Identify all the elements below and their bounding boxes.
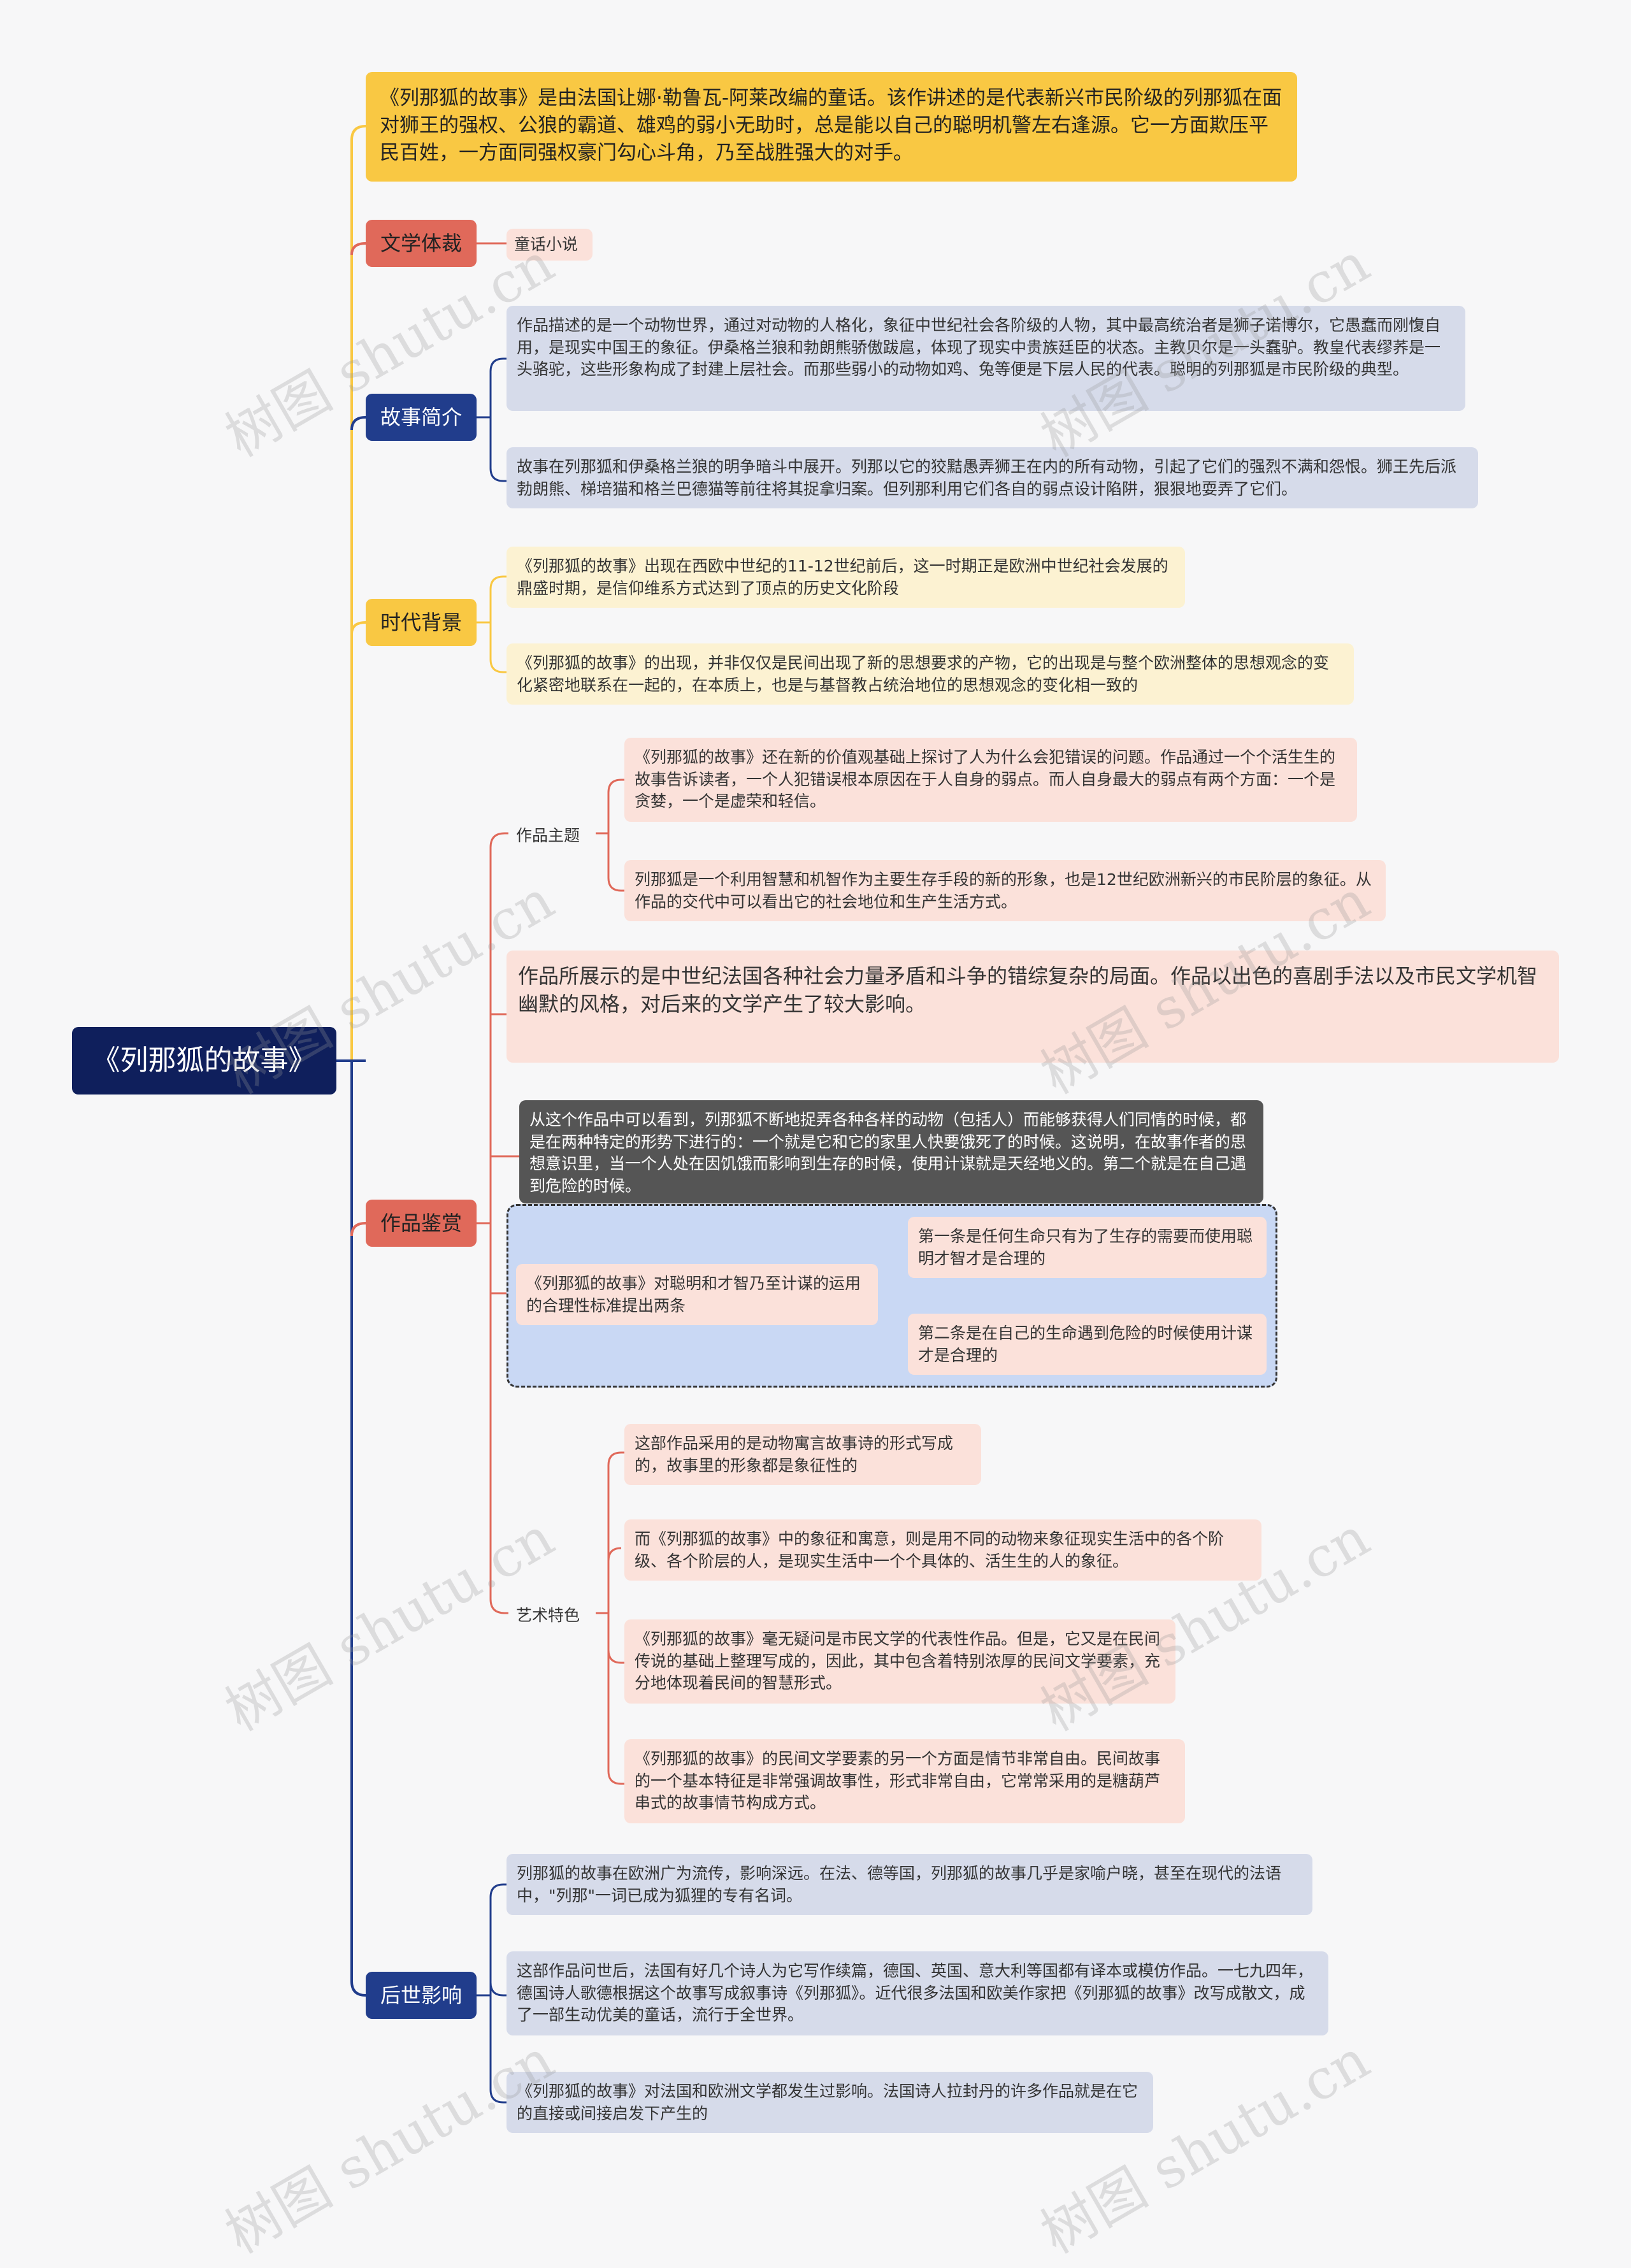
branch-background[interactable]: 时代背景 [366,599,477,646]
criteria-label-text: 《列那狐的故事》对聪明和才智乃至计谋的运用的合理性标准提出两条 [526,1274,861,1315]
appreciation-summary[interactable]: 作品所展示的是中世纪法国各种社会力量矛盾和斗争的错综复杂的局面。作品以出色的喜剧… [507,951,1559,1063]
synopsis-leaf-2-text: 故事在列那狐和伊桑格兰狼的明争暗斗中展开。列那以它的狡黠愚弄狮王在内的所有动物，… [517,457,1457,498]
influence-leaf-3-text: 《列那狐的故事》对法国和欧洲文学都发生过影响。法国诗人拉封丹的许多作品就是在它的… [517,2082,1139,2123]
theme-leaf-2-text: 列那狐是一个利用智慧和机智作为主要生存手段的新的形象，也是12世纪欧洲新兴的市民… [635,870,1372,911]
synopsis-leaf-1[interactable]: 作品描述的是一个动物世界，通过对动物的人格化，象征中世纪社会各阶级的人物，其中最… [507,306,1465,411]
background-leaf-2[interactable]: 《列那狐的故事》的出现，并非仅仅是民间出现了新的思想要求的产物，它的出现是与整个… [507,643,1354,705]
root-title: 《列那狐的故事》 [92,1044,317,1077]
art-leaf-3-text: 《列那狐的故事》毫无疑问是市民文学的代表性作品。但是，它又是在民间传说的基础上整… [635,1630,1161,1692]
appreciation-note-text: 从这个作品中可以看到，列那狐不断地捉弄各种各样的动物（包括人）而能够获得人们同情… [529,1110,1247,1195]
art-leaf-2-text: 而《列那狐的故事》中的象征和寓意，则是用不同的动物来象征现实生活中的各个阶级、各… [635,1530,1225,1570]
theme-leaf-2[interactable]: 列那狐是一个利用智慧和机智作为主要生存手段的新的形象，也是12世纪欧洲新兴的市民… [624,860,1386,921]
intro-text: 《列那狐的故事》是由法国让娜·勒鲁瓦-阿莱改编的童话。该作讲述的是代表新兴市民阶… [380,87,1283,164]
influence-leaf-2-text: 这部作品问世后，法国有好几个诗人为它写作续篇，德国、英国、意大利等国都有译本或模… [517,1962,1314,2024]
intro-node[interactable]: 《列那狐的故事》是由法国让娜·勒鲁瓦-阿莱改编的童话。该作讲述的是代表新兴市民阶… [366,72,1297,182]
background-leaf-2-text: 《列那狐的故事》的出现，并非仅仅是民间出现了新的思想要求的产物，它的出现是与整个… [517,654,1330,694]
criteria-leaf-1-text: 第一条是任何生命只有为了生存的需要而使用聪明才智才是合理的 [918,1227,1253,1268]
mindmap-canvas: 《列那狐的故事》 《列那狐的故事》是由法国让娜·勒鲁瓦-阿莱改编的童话。该作讲述… [72,72,1559,2266]
theme-leaf-1-text: 《列那狐的故事》还在新的价值观基础上探讨了人为什么会犯错误的问题。作品通过一个个… [635,748,1336,810]
influence-leaf-1-text: 列那狐的故事在欧洲广为流传，影响深远。在法、德等国，列那狐的故事几乎是家喻户晓，… [517,1864,1282,1905]
branch-influence-label: 后世影响 [380,1983,462,2007]
branch-influence[interactable]: 后世影响 [366,1972,477,2019]
connector-lines [336,125,908,2104]
criteria-label[interactable]: 《列那狐的故事》对聪明和才智乃至计谋的运用的合理性标准提出两条 [516,1264,878,1325]
art-leaf-2[interactable]: 而《列那狐的故事》中的象征和寓意，则是用不同的动物来象征现实生活中的各个阶级、各… [624,1519,1261,1581]
theme-leaf-1[interactable]: 《列那狐的故事》还在新的价值观基础上探讨了人为什么会犯错误的问题。作品通过一个个… [624,738,1357,822]
art-leaf-1[interactable]: 这部作品采用的是动物寓言故事诗的形式写成的，故事里的形象都是象征性的 [624,1424,981,1485]
art-leaf-3[interactable]: 《列那狐的故事》毫无疑问是市民文学的代表性作品。但是，它又是在民间传说的基础上整… [624,1619,1175,1704]
branch-appreciation[interactable]: 作品鉴赏 [366,1200,477,1247]
art-leaf-4-text: 《列那狐的故事》的民间文学要素的另一个方面是情节非常自由。民间故事的一个基本特征… [635,1749,1161,1812]
theme-label[interactable]: 作品主题 [508,819,596,849]
synopsis-leaf-1-text: 作品描述的是一个动物世界，通过对动物的人格化，象征中世纪社会各阶级的人物，其中最… [517,316,1441,378]
criteria-leaf-1[interactable]: 第一条是任何生命只有为了生存的需要而使用聪明才智才是合理的 [908,1217,1267,1278]
art-label-text: 艺术特色 [516,1606,580,1625]
art-leaf-4[interactable]: 《列那狐的故事》的民间文学要素的另一个方面是情节非常自由。民间故事的一个基本特征… [624,1739,1185,1823]
root-node[interactable]: 《列那狐的故事》 [72,1027,336,1095]
branch-synopsis-label: 故事简介 [380,405,462,429]
criteria-leaf-2-text: 第二条是在自己的生命遇到危险的时候使用计谋才是合理的 [918,1324,1253,1365]
appreciation-note[interactable]: 从这个作品中可以看到，列那狐不断地捉弄各种各样的动物（包括人）而能够获得人们同情… [519,1100,1263,1203]
branch-appreciation-label: 作品鉴赏 [380,1210,462,1235]
branch-synopsis[interactable]: 故事简介 [366,394,477,441]
branch-genre[interactable]: 文学体裁 [366,220,477,267]
appreciation-summary-text: 作品所展示的是中世纪法国各种社会力量矛盾和斗争的错综复杂的局面。作品以出色的喜剧… [518,964,1538,1017]
influence-leaf-3[interactable]: 《列那狐的故事》对法国和欧洲文学都发生过影响。法国诗人拉封丹的许多作品就是在它的… [507,2072,1153,2133]
art-leaf-1-text: 这部作品采用的是动物寓言故事诗的形式写成的，故事里的形象都是象征性的 [635,1434,954,1475]
genre-leaf[interactable]: 童话小说 [507,229,593,261]
genre-leaf-text: 童话小说 [514,235,578,254]
criteria-leaf-2[interactable]: 第二条是在自己的生命遇到危险的时候使用计谋才是合理的 [908,1314,1267,1375]
branch-background-label: 时代背景 [380,610,462,635]
background-leaf-1-text: 《列那狐的故事》出现在西欧中世纪的11-12世纪前后，这一时期正是欧洲中世纪社会… [517,557,1168,598]
art-label[interactable]: 艺术特色 [508,1598,596,1629]
influence-leaf-1[interactable]: 列那狐的故事在欧洲广为流传，影响深远。在法、德等国，列那狐的故事几乎是家喻户晓，… [507,1854,1312,1915]
branch-genre-label: 文学体裁 [380,231,462,255]
influence-leaf-2[interactable]: 这部作品问世后，法国有好几个诗人为它写作续篇，德国、英国、意大利等国都有译本或模… [507,1951,1328,2035]
theme-label-text: 作品主题 [516,826,580,845]
synopsis-leaf-2[interactable]: 故事在列那狐和伊桑格兰狼的明争暗斗中展开。列那以它的狡黠愚弄狮王在内的所有动物，… [507,447,1478,508]
background-leaf-1[interactable]: 《列那狐的故事》出现在西欧中世纪的11-12世纪前后，这一时期正是欧洲中世纪社会… [507,547,1185,608]
